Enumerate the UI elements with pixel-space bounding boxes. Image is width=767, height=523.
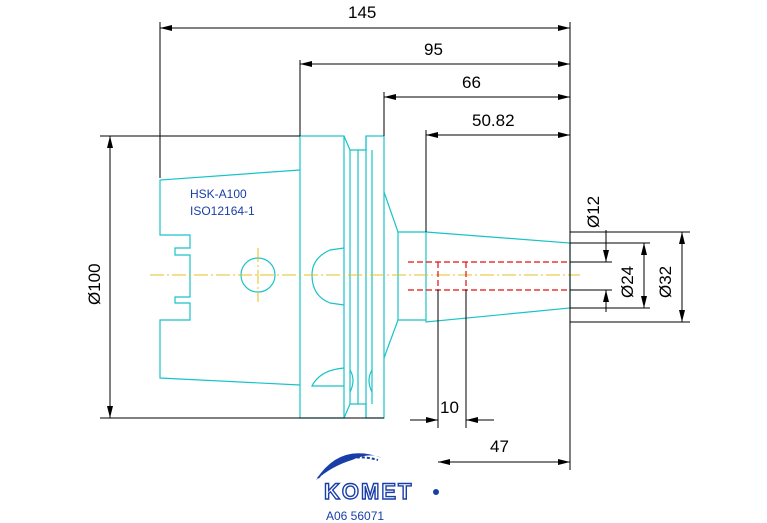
drive-slot — [311, 247, 345, 306]
part-number: A06 56071 — [326, 509, 384, 523]
logo-wordmark: KOMET — [324, 479, 413, 504]
komet-logo: KOMET — [316, 453, 439, 505]
dim-50-82: 50.82 — [472, 111, 515, 130]
dim-diameter-12: Ø12 — [584, 196, 603, 228]
note-iso: ISO12164-1 — [190, 204, 255, 218]
dim-10: 10 — [440, 398, 459, 417]
logo-arc — [316, 453, 382, 480]
dim-diameter-100: Ø100 — [85, 263, 104, 305]
dim-diameter-24: Ø24 — [618, 266, 637, 298]
dim-47: 47 — [490, 437, 509, 456]
groove — [343, 135, 367, 419]
collar — [365, 135, 385, 419]
dim-95: 95 — [424, 40, 443, 59]
logo-dot — [433, 489, 439, 495]
dim-145: 145 — [348, 3, 376, 22]
dimension-lines — [100, 22, 690, 470]
shrink-nose — [425, 231, 571, 323]
lower-slot — [311, 367, 345, 387]
bore-hidden-lines — [408, 261, 570, 291]
note-hsk: HSK-A100 — [190, 187, 247, 201]
dim-diameter-32: Ø32 — [656, 266, 675, 298]
flange-body — [299, 135, 345, 419]
dim-66: 66 — [462, 73, 481, 92]
hsk-taper-shank — [159, 169, 301, 386]
part-outline — [159, 135, 571, 419]
